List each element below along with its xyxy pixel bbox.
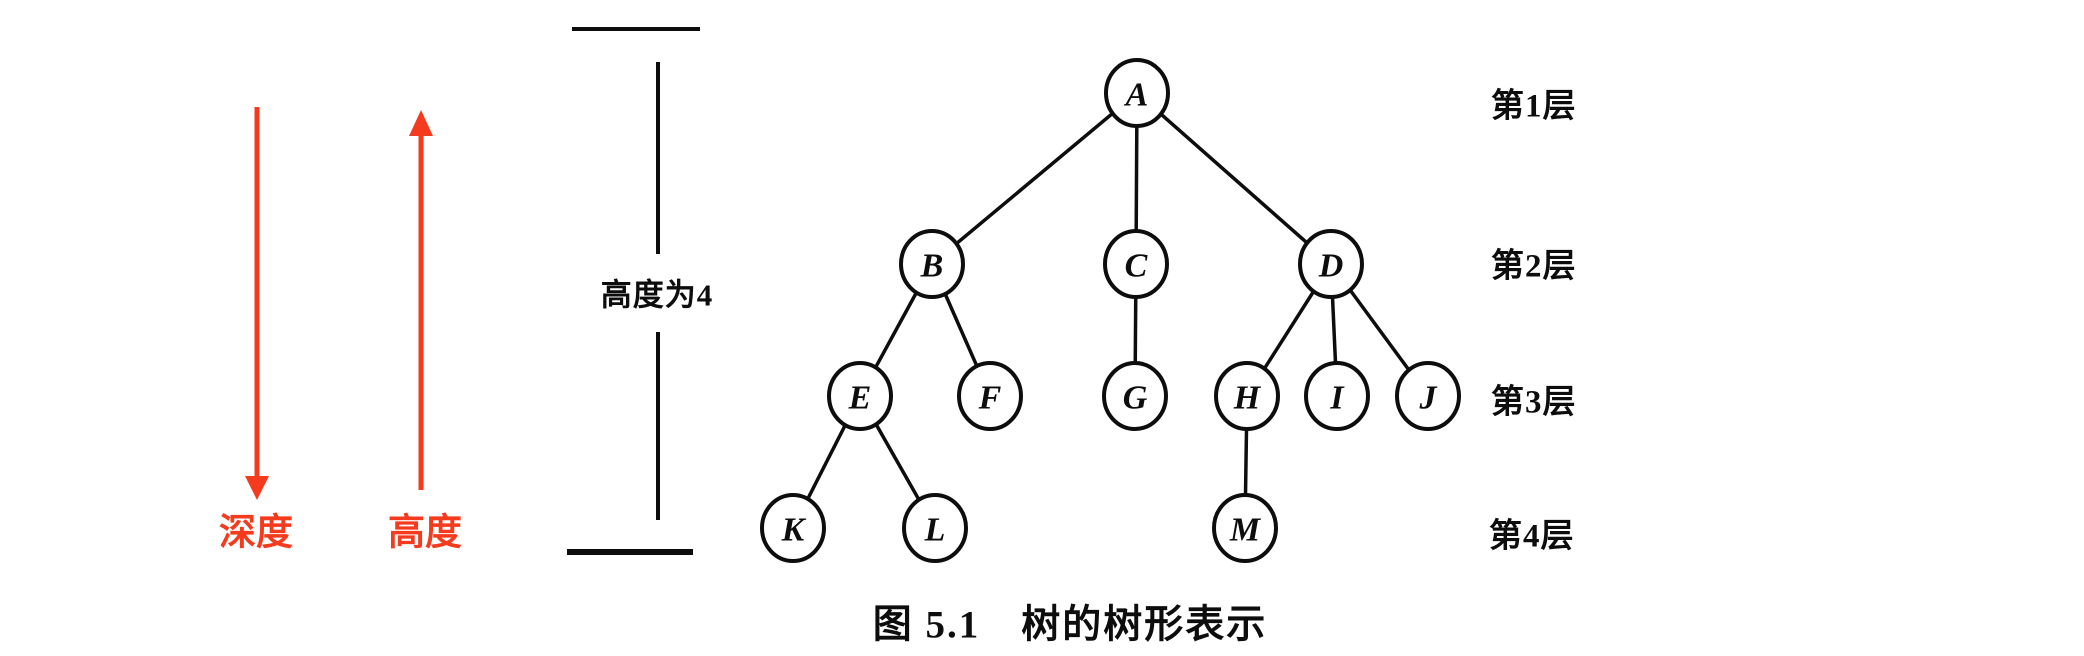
tree-node-label-D: D — [1318, 248, 1344, 285]
tree-node-I — [1304, 361, 1370, 431]
tree-node-label-L: L — [924, 512, 946, 549]
level-label-1: 第1层 — [1491, 88, 1577, 125]
figure-caption: 图 5.1 树的树形表示 — [872, 603, 1268, 647]
tree-node-label-G: G — [1123, 380, 1148, 417]
tree-edge-A-B — [930, 91, 1139, 266]
height-bracket-label: 高度为4 — [600, 277, 714, 313]
tree-node-E — [827, 361, 893, 431]
tree-node-A — [1104, 58, 1170, 128]
height-arrow-head-icon — [409, 110, 433, 136]
tree-node-H — [1214, 361, 1280, 431]
level-label-2: 第2层 — [1491, 248, 1577, 285]
tree-node-label-K: K — [781, 512, 807, 549]
tree-node-label-J: J — [1419, 380, 1438, 417]
tree-node-D — [1298, 229, 1364, 299]
tree-node-J — [1395, 361, 1461, 431]
tree-node-label-A: A — [1124, 77, 1149, 114]
tree-node-F — [957, 361, 1023, 431]
tree-node-label-H: H — [1233, 380, 1262, 417]
tree-node-label-F: F — [978, 380, 1002, 417]
tree-node-label-M: M — [1229, 512, 1262, 549]
depth-arrow-label: 深度 — [219, 511, 293, 553]
tree-node-label-E: E — [848, 380, 872, 417]
tree-node-G — [1102, 361, 1168, 431]
tree-node-B — [899, 229, 965, 299]
level-label-4: 第4层 — [1489, 518, 1575, 555]
tree-node-label-C: C — [1125, 248, 1148, 285]
tree-node-label-I: I — [1329, 380, 1345, 417]
tree-node-M — [1212, 493, 1278, 563]
tree-node-C — [1103, 229, 1169, 299]
tree-node-L — [902, 493, 968, 563]
level-label-3: 第3层 — [1491, 384, 1577, 421]
tree-node-label-B: B — [920, 248, 944, 285]
tree-node-K — [760, 493, 826, 563]
depth-arrow-head-icon — [245, 476, 269, 500]
tree-edge-A-D — [1135, 91, 1333, 266]
height-arrow-label: 高度 — [388, 511, 462, 553]
